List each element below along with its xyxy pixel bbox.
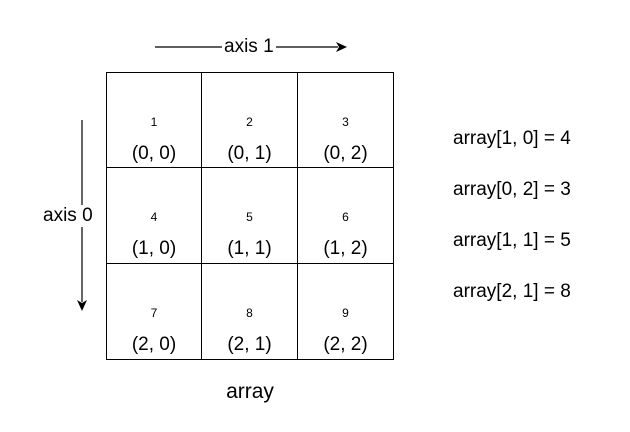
axis1-arrow-head xyxy=(336,42,347,52)
cell-value: 8 xyxy=(246,306,253,320)
cell-index: (0, 2) xyxy=(323,143,368,164)
cell-index: (0, 1) xyxy=(227,143,272,164)
cell-value: 2 xyxy=(246,115,253,129)
cell-index: (2, 2) xyxy=(323,334,368,355)
array-cell: 5 (1, 1) xyxy=(202,168,298,264)
indexing-example: array[1, 0] = 4 xyxy=(453,128,571,149)
cell-index: (1, 0) xyxy=(131,238,177,259)
array-cell: 9 (2, 2) xyxy=(298,264,394,360)
array-cell: 1 (0, 0) xyxy=(106,72,202,168)
axis0-arrow-head xyxy=(77,300,87,311)
indexing-example: array[1, 1] = 5 xyxy=(453,230,571,251)
cell-value: 7 xyxy=(150,306,158,320)
indexing-example: array[2, 1] = 8 xyxy=(453,281,571,302)
array-grid: 1 (0, 0) 2 (0, 1) 3 (0, 2) 4 (1, 0) 5 (1… xyxy=(106,72,394,360)
cell-index: (1, 1) xyxy=(227,238,272,259)
array-cell: 6 (1, 2) xyxy=(298,168,394,264)
array-cell: 2 (0, 1) xyxy=(202,72,298,168)
cell-value: 5 xyxy=(246,210,253,224)
cell-index: (1, 2) xyxy=(323,238,368,259)
cell-value: 4 xyxy=(150,210,158,224)
array-label: array xyxy=(226,380,274,403)
array-cell: 3 (0, 2) xyxy=(298,72,394,168)
array-cell: 8 (2, 1) xyxy=(202,264,298,360)
cell-value: 9 xyxy=(342,306,349,320)
cell-index: (2, 1) xyxy=(227,334,272,355)
axis1-label: axis 1 xyxy=(222,36,276,58)
axis0-label: axis 0 xyxy=(42,205,94,227)
cell-value: 3 xyxy=(342,115,349,129)
cell-index: (0, 0) xyxy=(131,143,177,164)
cell-value: 6 xyxy=(342,210,349,224)
array-cell: 4 (1, 0) xyxy=(106,168,202,264)
indexing-examples: array[1, 0] = 4 array[0, 2] = 3 array[1,… xyxy=(453,128,571,332)
array-cell: 7 (2, 0) xyxy=(106,264,202,360)
cell-value: 1 xyxy=(150,115,158,129)
indexing-example: array[0, 2] = 3 xyxy=(453,179,571,200)
cell-index: (2, 0) xyxy=(131,334,177,355)
